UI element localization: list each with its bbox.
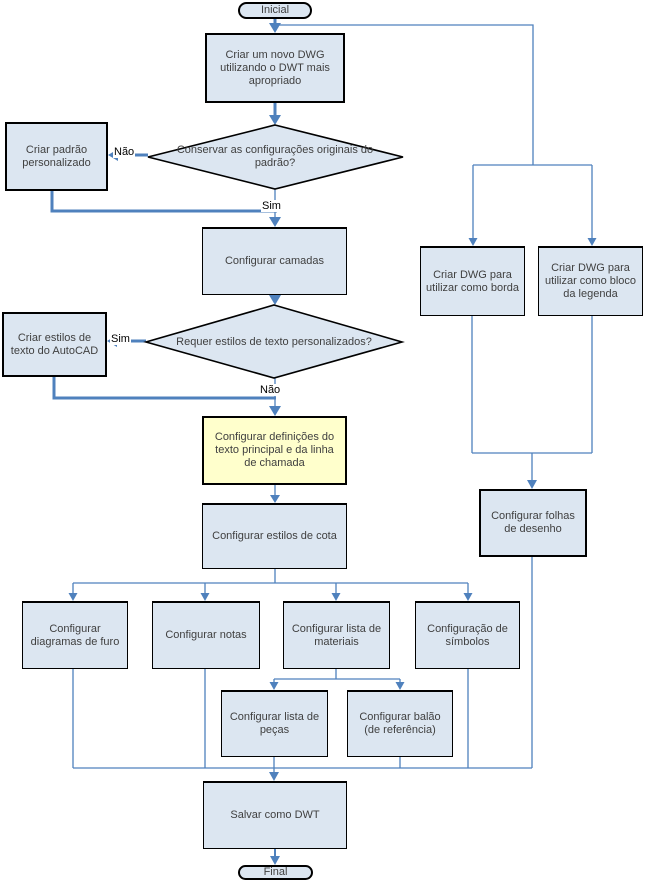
node-lista-materiais: Configurar lista de materiais <box>283 601 390 669</box>
terminal-inicial: Inicial <box>238 2 312 19</box>
arrowhead-into-conservar <box>269 115 281 125</box>
arrowhead-into-camadas <box>269 217 281 227</box>
arrowhead-into-novo-dwg <box>269 23 281 33</box>
node-notas: Configurar notas <box>152 601 260 669</box>
terminal-final: Final <box>238 865 313 880</box>
arrowhead-into-final <box>270 856 280 865</box>
decision-requer-shape <box>143 304 405 379</box>
edge-label-sim-2: Sim <box>110 333 131 345</box>
node-diagramas-furo: Configurar diagramas de furo <box>22 601 128 669</box>
arrowhead-into-folhas <box>527 480 537 489</box>
arrowhead-into-borda <box>468 238 478 246</box>
edge-label-sim-1: Sim <box>261 200 282 212</box>
node-lista-pecas: Configurar lista de peças <box>221 690 328 757</box>
arrowhead-into-furo <box>68 593 78 601</box>
node-salvar-dwt: Salvar como DWT <box>203 781 347 849</box>
edge-inicial-to-right-branch <box>275 24 593 239</box>
node-dwg-borda: Criar DWG para utilizar como borda <box>420 246 525 316</box>
arrowhead-into-legenda <box>587 238 597 246</box>
node-novo-dwg: Criar um novo DWG utilizando o DWT mais … <box>205 33 345 103</box>
edge-materiais-split <box>273 669 401 683</box>
arrowhead-into-salvar <box>269 772 279 781</box>
decision-requer-label: Requer estilos de texto personalizados? <box>176 335 372 348</box>
decision-conservar-shape <box>147 124 404 190</box>
arrowhead-into-materiais <box>331 593 341 601</box>
edge-right-merge-to-folhas <box>471 316 593 482</box>
edge-row-to-merge <box>72 669 469 768</box>
node-estilos-cota: Configurar estilos de cota <box>202 503 347 569</box>
arrowhead-into-notas <box>200 593 210 601</box>
edge-label-nao-2: Não <box>259 384 282 396</box>
edge-cota-split <box>72 569 469 594</box>
arrowhead-into-definicoes <box>269 406 281 416</box>
decision-conservar-label: Conservar as configurações originais do … <box>176 144 374 169</box>
node-simbolos: Configuração de símbolos <box>415 601 520 669</box>
node-folhas-desenho: Configurar folhas de desenho <box>479 489 587 557</box>
node-padrao-personalizado: Criar padrão personalizado <box>5 122 108 191</box>
arrowhead-into-simbolos <box>463 593 473 601</box>
node-camadas: Configurar camadas <box>202 227 347 295</box>
edge-padrao-elbow <box>50 191 277 213</box>
edge-label-nao-1: Não <box>113 146 136 158</box>
arrowhead-into-requer <box>269 295 281 305</box>
edge-estilos-texto-elbow <box>52 377 276 400</box>
node-definicoes-texto: Configurar definições do texto principal… <box>202 416 347 485</box>
arrowhead-into-cota <box>270 495 280 503</box>
arrowhead-into-balao <box>395 682 405 690</box>
node-balao: Configurar balão (de referência) <box>347 690 453 757</box>
node-dwg-bloco-legenda: Criar DWG para utilizar como bloco da le… <box>538 246 643 316</box>
arrowhead-into-pecas <box>269 682 279 690</box>
node-estilos-texto-autocad: Criar estilos de texto do AutoCAD <box>2 312 107 377</box>
